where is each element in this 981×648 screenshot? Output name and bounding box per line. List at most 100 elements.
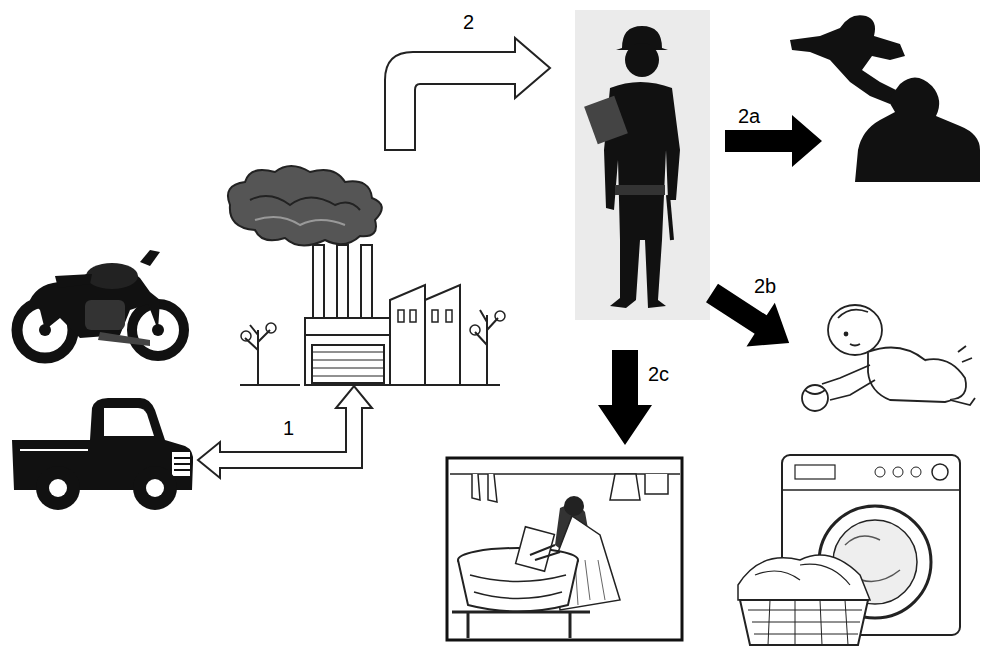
washing-machine-illustration-part bbox=[795, 465, 835, 479]
factory-illustration-part bbox=[460, 384, 500, 386]
baby-illustration bbox=[802, 305, 975, 411]
factory-illustration-part bbox=[312, 368, 384, 369]
factory-illustration-part bbox=[241, 331, 251, 341]
pickup-truck-illustration-part bbox=[174, 463, 190, 465]
callout-number: 2c bbox=[648, 364, 669, 384]
pickup-truck-illustration-part bbox=[174, 457, 190, 459]
washing-woman-illustration-part bbox=[575, 560, 605, 605]
motorcycle-illustration-part bbox=[55, 274, 92, 288]
factory-illustration bbox=[228, 166, 505, 385]
motorcycle-illustration-part bbox=[85, 300, 125, 330]
worker-silhouette-part bbox=[584, 96, 628, 145]
washing-woman-illustration-part bbox=[610, 474, 668, 500]
factory-illustration-part bbox=[240, 384, 300, 386]
outline-arrow bbox=[198, 386, 372, 478]
washing-machine-illustration-part bbox=[932, 464, 948, 480]
factory-illustration-part bbox=[313, 245, 324, 320]
baby-illustration-part bbox=[802, 385, 828, 411]
washing-woman-illustration bbox=[447, 458, 682, 640]
callout-number: 1 bbox=[283, 418, 294, 438]
baby-illustration-part bbox=[822, 365, 870, 384]
washing-machine-illustration-part bbox=[755, 564, 850, 585]
factory-illustration-part bbox=[266, 323, 276, 333]
washing-woman-illustration-part bbox=[470, 575, 566, 599]
pickup-truck-illustration-part bbox=[36, 466, 80, 510]
motorcycle-illustration-part bbox=[140, 250, 160, 266]
washing-woman-illustration-part bbox=[564, 496, 584, 516]
callout-number: 2b bbox=[754, 276, 776, 296]
baby-illustration-part bbox=[925, 359, 966, 400]
washing-woman-illustration-part bbox=[472, 474, 497, 502]
factory-illustration-part bbox=[228, 166, 382, 246]
worker-silhouette-part bbox=[625, 43, 659, 77]
solid-arrow-part bbox=[698, 271, 803, 365]
solid-arrow bbox=[698, 271, 803, 365]
factory-illustration-part bbox=[410, 310, 416, 322]
factory-illustration-part bbox=[390, 285, 425, 385]
factory-illustration-part bbox=[446, 310, 452, 322]
factory-illustration-part bbox=[312, 352, 384, 353]
factory-illustration-part bbox=[305, 334, 390, 336]
pickup-truck-illustration-part bbox=[172, 452, 190, 476]
baby-illustration-part bbox=[845, 333, 848, 336]
parent-child-silhouette-part bbox=[855, 77, 980, 182]
baby-illustration-part bbox=[830, 380, 875, 400]
factory-illustration-part bbox=[312, 360, 384, 361]
factory-illustration-part bbox=[250, 196, 360, 210]
pickup-truck-illustration-part bbox=[146, 479, 164, 497]
baby-illustration-part bbox=[850, 344, 860, 346]
pickup-truck-illustration-part bbox=[133, 466, 177, 510]
worker-silhouette bbox=[575, 10, 710, 320]
washing-machine-illustration-part bbox=[911, 467, 921, 477]
pickup-truck-illustration-part bbox=[49, 479, 67, 497]
washing-machine-illustration-part bbox=[748, 610, 862, 634]
pickup-truck-illustration bbox=[12, 398, 193, 510]
worker-silhouette-part bbox=[615, 185, 665, 195]
callout-number: 2a bbox=[738, 106, 760, 126]
worker-silhouette-part bbox=[575, 10, 710, 320]
motorcycle-illustration-part bbox=[86, 263, 138, 289]
solid-arrow bbox=[598, 350, 652, 445]
factory-illustration-part bbox=[312, 376, 384, 377]
baby-illustration-part bbox=[950, 398, 975, 405]
factory-illustration-part bbox=[475, 310, 498, 385]
washing-machine-illustration-part bbox=[768, 600, 848, 645]
washing-woman-illustration-part bbox=[516, 527, 555, 571]
motorcycle-illustration bbox=[17, 250, 184, 358]
pickup-truck-illustration-part bbox=[174, 469, 190, 471]
washing-machine-illustration-part bbox=[738, 555, 870, 600]
factory-illustration-part bbox=[398, 310, 404, 322]
pickup-truck-illustration-part bbox=[104, 408, 154, 436]
factory-illustration-part bbox=[337, 245, 348, 320]
factory-illustration-part bbox=[361, 245, 372, 320]
baby-illustration-part bbox=[805, 390, 825, 394]
washing-machine-illustration-part bbox=[893, 467, 903, 477]
pickup-truck-illustration-part bbox=[20, 449, 88, 451]
factory-illustration-part bbox=[432, 310, 438, 322]
washing-woman-illustration-part bbox=[467, 612, 470, 638]
factory-illustration-part bbox=[245, 325, 270, 385]
factory-illustration-part bbox=[255, 217, 345, 225]
factory-illustration-part bbox=[425, 285, 460, 385]
washing-woman-illustration-part bbox=[458, 560, 578, 612]
factory-illustration-part bbox=[312, 345, 384, 383]
washing-machine-illustration-part bbox=[782, 489, 960, 491]
motorcycle-illustration-part bbox=[98, 332, 150, 346]
worker-silhouette-part bbox=[668, 195, 672, 240]
washing-woman-illustration-part bbox=[569, 612, 572, 638]
washing-woman-illustration-part bbox=[447, 458, 682, 640]
callout-number: 2 bbox=[463, 12, 474, 32]
washing-machine-illustration-part bbox=[740, 600, 868, 645]
washing-machine-illustration-part bbox=[875, 467, 885, 477]
baby-illustration-part bbox=[828, 305, 882, 355]
parent-child-silhouette bbox=[790, 15, 980, 182]
baby-illustration-part bbox=[838, 310, 868, 318]
factory-illustration-part bbox=[305, 318, 390, 385]
factory-illustration-part bbox=[470, 325, 480, 335]
washing-machine-illustration bbox=[738, 455, 960, 645]
parent-child-silhouette-part bbox=[790, 15, 905, 104]
washing-woman-illustration-part bbox=[530, 545, 560, 560]
outline-arrow bbox=[385, 38, 550, 150]
